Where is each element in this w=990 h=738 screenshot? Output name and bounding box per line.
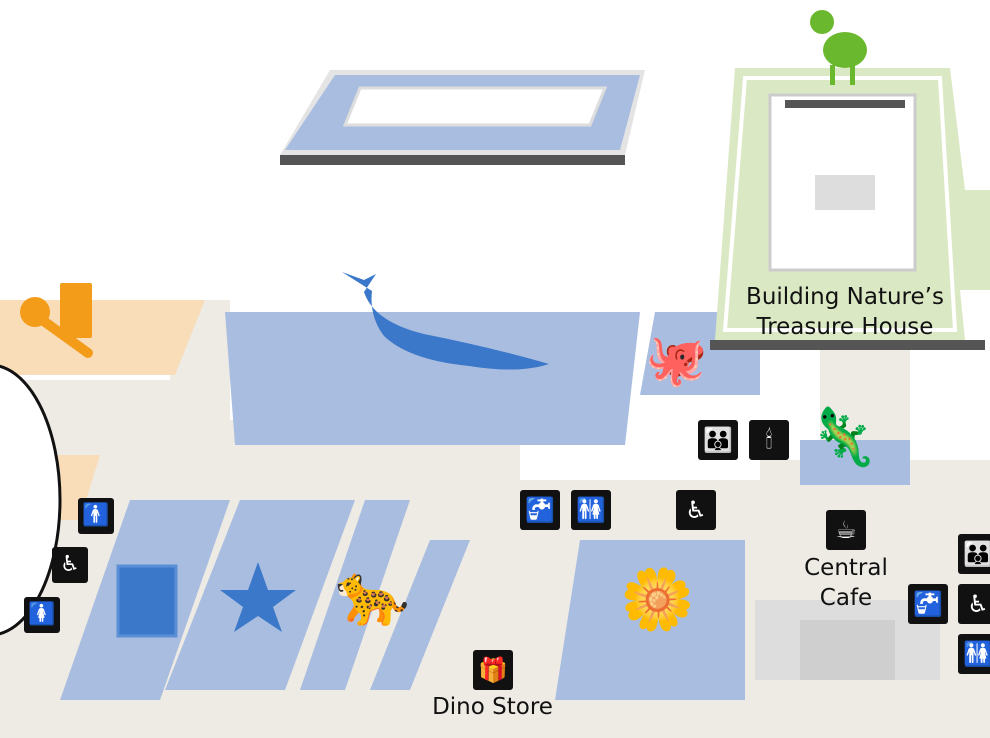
star-icon <box>220 562 296 632</box>
quiet-room-icon[interactable]: 🕯 <box>749 420 789 460</box>
dino-store-label[interactable]: Dino Store <box>432 694 553 720</box>
octopus-icon: 🐙 <box>645 331 708 389</box>
central-cafe-label[interactable]: Central Cafe <box>785 553 907 613</box>
treasure-house-label[interactable]: Building Nature’s Treasure House <box>725 282 965 342</box>
gift-shop-icon[interactable]: 🎁 <box>473 650 513 690</box>
gallery-zones <box>60 312 910 700</box>
flower-icon: 🌼 <box>620 565 695 635</box>
water-fountain-icon[interactable]: 🚰 <box>520 490 560 530</box>
toilet-female-icon[interactable]: 🚺 <box>24 597 60 633</box>
accessible-icon-2[interactable]: ♿ <box>958 584 990 624</box>
lizard-icon: 🦎 <box>808 405 878 470</box>
toilets-icon[interactable]: 🚻 <box>571 490 611 530</box>
label-line: Central <box>804 555 888 581</box>
upper-gallery <box>280 70 645 165</box>
baby-change-icon-2[interactable]: 👪 <box>958 534 990 574</box>
oval-structure <box>0 364 62 636</box>
accessible-icon[interactable]: ♿ <box>676 490 716 530</box>
label-line: Treasure House <box>756 314 934 340</box>
toilet-male-icon[interactable]: 🚹 <box>78 498 114 534</box>
dinosaur-skeleton-icon <box>810 10 867 85</box>
whale-icon <box>342 272 549 370</box>
orange-spoon-film-icon <box>20 283 93 358</box>
accessible-toilet-icon[interactable]: ♿ <box>52 547 88 583</box>
art-frame-icon <box>116 564 178 638</box>
label-line: Building Nature’s <box>746 284 944 310</box>
water-fountain-icon-2[interactable]: 🚰 <box>908 584 948 624</box>
treasure-house-building <box>710 68 990 350</box>
baby-change-icon[interactable]: 👪 <box>698 420 738 460</box>
label-line: Cafe <box>819 585 873 611</box>
big-cat-icon: 🐆 <box>335 560 410 630</box>
cafe-icon[interactable]: ☕ <box>826 510 866 550</box>
toilets-icon-2[interactable]: 🚻 <box>958 634 990 674</box>
